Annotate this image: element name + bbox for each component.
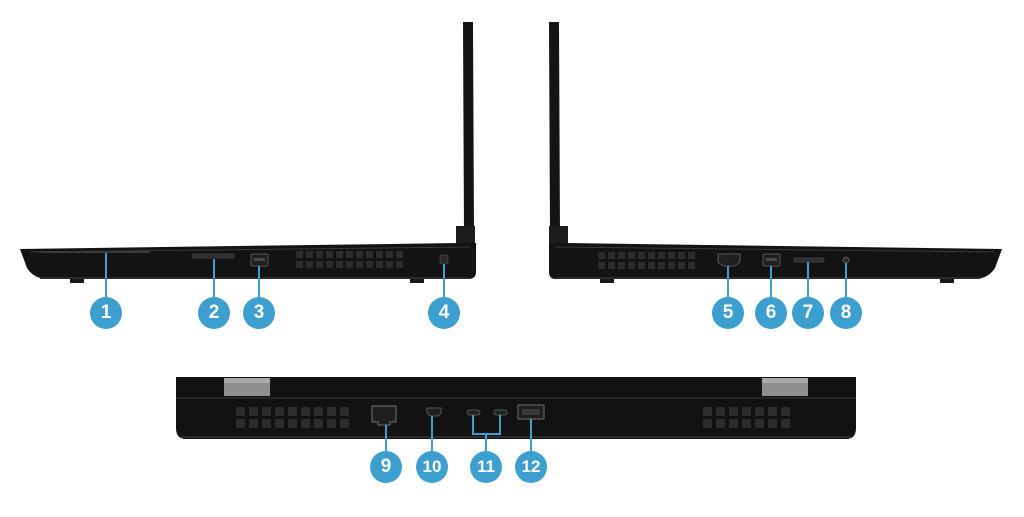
rear-right-vents — [703, 407, 790, 428]
security-lock-slot — [439, 254, 449, 265]
usb-c-port-2 — [493, 409, 508, 416]
left-view-vents — [296, 251, 403, 268]
usb-c-port-1 — [466, 409, 481, 416]
media-card-slot — [793, 257, 825, 263]
hdmi-port — [717, 253, 741, 267]
callout-8: 8 — [830, 297, 862, 329]
callout-4: 4 — [428, 297, 460, 329]
callout-2: 2 — [198, 297, 230, 329]
right-view-vents — [598, 252, 695, 269]
right-side-view — [549, 22, 1002, 297]
ethernet-port — [371, 405, 397, 426]
smart-card-slot — [40, 251, 150, 253]
left-side-view — [20, 22, 476, 297]
left-view-base — [20, 243, 476, 279]
callout-6: 6 — [755, 297, 787, 329]
right-view-hinge — [549, 226, 568, 247]
callout-12: 12 — [515, 451, 547, 483]
left-view-hinge — [456, 226, 475, 247]
callout-10: 10 — [416, 451, 448, 483]
callout-1: 1 — [90, 297, 122, 329]
audio-jack — [842, 256, 850, 264]
rear-view — [176, 377, 856, 451]
right-view-lid — [549, 22, 560, 235]
left-view-lid — [463, 22, 474, 235]
rear-left-vents — [236, 407, 349, 428]
callout-11: 11 — [470, 451, 502, 483]
callout-7: 7 — [792, 297, 824, 329]
callout-9: 9 — [370, 451, 402, 483]
mini-displayport — [426, 407, 442, 417]
callout-3: 3 — [243, 297, 275, 329]
sd-card-slot — [191, 253, 235, 259]
callout-5: 5 — [712, 297, 744, 329]
